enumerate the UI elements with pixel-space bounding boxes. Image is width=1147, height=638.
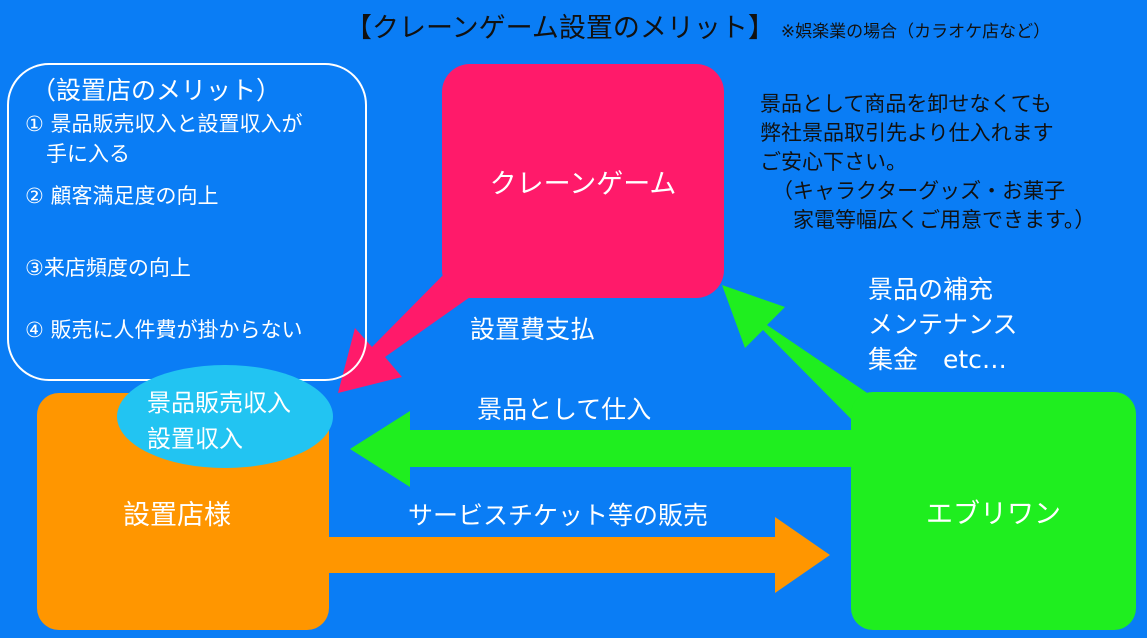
merits-heading: （設置店のメリット） bbox=[31, 76, 282, 105]
prize-supply-note: 景品として商品を卸せなくても 弊社景品取引先より仕入れます ご安心下さい。 （キ… bbox=[760, 90, 1095, 235]
page-title: 【クレーンゲーム設置のメリット】※娯楽業の場合（カラオケ店など） bbox=[345, 6, 1050, 45]
services-list: 景品の補充 メンテナンス 集金 etc… bbox=[868, 272, 1018, 377]
merit-item-2: ② 顧客満足度の向上 bbox=[25, 184, 219, 208]
revenue-line-1: 景品販売収入 bbox=[147, 389, 291, 417]
title-main: 【クレーンゲーム設置のメリット】 bbox=[345, 13, 775, 44]
revenue-bubble: 景品販売収入 設置収入 bbox=[117, 365, 333, 468]
crane-game-node: クレーンゲーム bbox=[442, 64, 724, 298]
merits-box: （設置店のメリット） ① 景品販売収入と設置収入が 手に入る ② 顧客満足度の向… bbox=[7, 63, 367, 381]
green-arrow-to-crane bbox=[722, 285, 885, 428]
pink-arrow bbox=[338, 263, 480, 393]
store-label: 設置店様 bbox=[123, 500, 231, 531]
note-line: 家電等幅広くご用意できます。） bbox=[772, 208, 1096, 232]
merit-item-1-cont: 手に入る bbox=[25, 142, 130, 166]
merit-item-4: ④ 販売に人件費が掛からない bbox=[25, 318, 303, 342]
crane-game-label: クレーンゲーム bbox=[489, 168, 677, 200]
merit-item-1: ① 景品販売収入と設置収入が bbox=[25, 112, 303, 136]
orange-arrow-to-company bbox=[328, 517, 830, 593]
title-note: ※娯楽業の場合（カラオケ店など） bbox=[780, 22, 1051, 42]
green-arrow-to-store bbox=[350, 411, 852, 487]
note-line: 弊社景品取引先より仕入れます bbox=[760, 121, 1054, 145]
note-line: （キャラクターグッズ・お菓子 bbox=[772, 179, 1066, 203]
purchase-label: 景品として仕入 bbox=[477, 395, 652, 424]
service-item: 景品の補充 bbox=[868, 275, 994, 304]
company-node: エブリワン bbox=[851, 392, 1136, 630]
service-item: メンテナンス bbox=[868, 310, 1018, 339]
service-item: 集金 etc… bbox=[868, 345, 1007, 374]
install-fee-label: 設置費支払 bbox=[470, 315, 596, 344]
revenue-line-2: 設置収入 bbox=[147, 425, 243, 453]
note-line: 景品として商品を卸せなくても bbox=[760, 92, 1052, 116]
merit-item-3: ③来店頻度の向上 bbox=[25, 256, 191, 280]
company-label: エブリワン bbox=[926, 498, 1061, 530]
note-line: ご安心下さい。 bbox=[760, 150, 907, 174]
ticket-sales-label: サービスチケット等の販売 bbox=[408, 501, 709, 530]
